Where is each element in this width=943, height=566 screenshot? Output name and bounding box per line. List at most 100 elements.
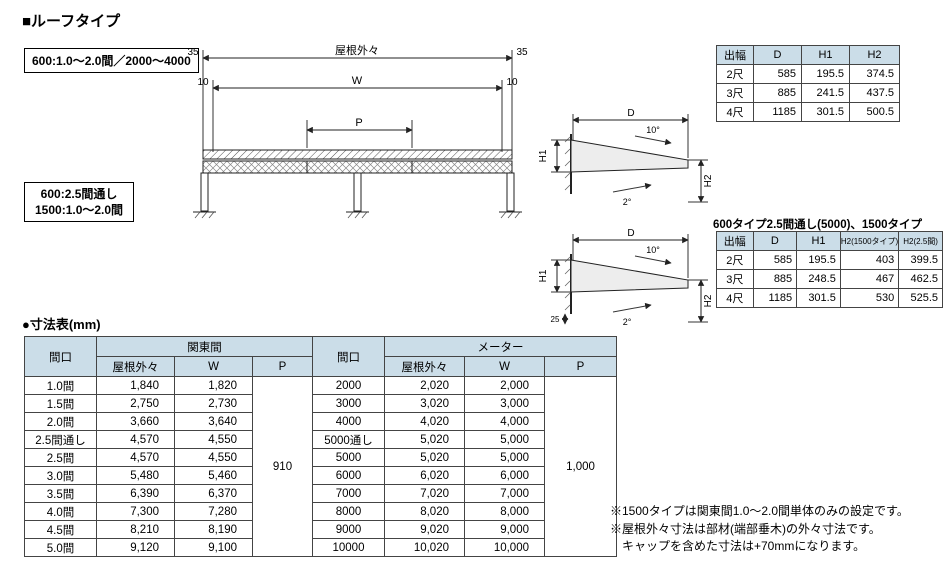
value-cell: 301.5 (796, 288, 841, 308)
note-line: ※屋根外々寸法は部材(端部垂木)の外々寸法です。 (610, 521, 881, 536)
value-cell: 3,640 (174, 412, 253, 431)
front-elevation-diagram: 屋根外々 35 35 W 10 10 P (187, 43, 528, 219)
dim-label-w: W (352, 75, 363, 87)
dim-label-h2: H2 (703, 294, 714, 307)
value-cell: 248.5 (796, 269, 841, 289)
column-header: W (464, 356, 545, 377)
value-cell: 10,000 (464, 538, 545, 557)
dim-label-10-left: 10 (197, 77, 209, 88)
value-cell: 4,550 (174, 448, 253, 467)
row-label-cell: 4尺 (716, 288, 754, 308)
value-cell: 9,100 (174, 538, 253, 557)
angle-label-2deg: 2° (623, 317, 632, 327)
value-cell: 195.5 (796, 250, 841, 270)
value-cell: 1,000 (544, 376, 617, 557)
row-label-cell: 5000 (312, 448, 385, 467)
row-label-cell: 4000 (312, 412, 385, 431)
value-cell: 6,020 (384, 466, 465, 485)
dimension-table-title: ●寸法表(mm) (22, 317, 101, 332)
column-header: W (174, 356, 253, 377)
dim-label-25: 25 (551, 315, 560, 324)
value-cell: 8,190 (174, 520, 253, 539)
row-label-cell: 1.0間 (24, 376, 97, 395)
value-cell: 467 (839, 269, 900, 289)
column-header: H2(1500タイプ) (839, 231, 900, 251)
dim-label-10-right: 10 (506, 77, 518, 88)
value-cell: 2,750 (96, 394, 175, 413)
header-row: 出幅 D H1 H2 (716, 45, 900, 65)
dim-label-d: D (627, 228, 634, 239)
angle-label-10deg: 10° (646, 245, 660, 255)
value-cell: 8,020 (384, 502, 465, 521)
row-label-cell: 4尺 (716, 102, 754, 122)
column-header: H2 (849, 45, 900, 65)
row-label-cell: 8000 (312, 502, 385, 521)
value-cell: 2,730 (174, 394, 253, 413)
value-cell: 8,000 (464, 502, 545, 521)
posts (200, 172, 515, 212)
column-header: P (252, 356, 313, 377)
value-cell: 6,000 (464, 466, 545, 485)
side-view-diagram-600: D 10° H1 H2 2° (538, 108, 714, 207)
roof-profile (570, 259, 689, 293)
dim-label-35-left: 35 (187, 47, 199, 58)
value-cell: 9,000 (464, 520, 545, 539)
row-label-cell: 4.5間 (24, 520, 97, 539)
value-cell: 1185 (752, 288, 798, 308)
value-cell: 1185 (753, 102, 802, 122)
dim-label-p: P (355, 117, 362, 129)
front-beam (202, 149, 513, 160)
value-cell: 4,000 (464, 412, 545, 431)
column-header: H1 (801, 45, 850, 65)
value-cell: 4,550 (174, 430, 253, 449)
value-cell: 3,020 (384, 394, 465, 413)
page-title: ■ルーフタイプ (22, 13, 121, 30)
row-label-cell: 3尺 (716, 83, 754, 103)
value-cell: 5,480 (96, 466, 175, 485)
value-cell: 5,020 (384, 430, 465, 449)
value-cell: 1,840 (96, 376, 175, 395)
angle-label-2deg: 2° (623, 197, 632, 207)
value-cell: 885 (752, 269, 798, 289)
value-cell: 4,020 (384, 412, 465, 431)
label-line: 1500:1.0〜2.0間 (35, 203, 124, 217)
value-cell: 3,660 (96, 412, 175, 431)
header-row: 屋根外々 W P 屋根外々 W P (25, 356, 617, 377)
value-cell: 585 (752, 250, 798, 270)
front-frame (202, 160, 513, 174)
column-header-maguchi: 間口 (24, 336, 97, 377)
value-cell: 585 (753, 64, 802, 84)
value-cell: 5,020 (384, 448, 465, 467)
column-group-meter: メーター (384, 336, 617, 357)
dim-label-h1: H1 (538, 269, 549, 282)
row-label-cell: 1.5間 (24, 394, 97, 413)
value-cell: 403 (839, 250, 900, 270)
row-label-cell: 2.5間通し (24, 430, 97, 449)
row-label-cell: 3.5間 (24, 484, 97, 503)
row-label-cell: 5.0間 (24, 538, 97, 557)
column-header: H2(2.5間) (898, 231, 943, 251)
row-label-cell: 4.0間 (24, 502, 97, 521)
angle-label-10deg: 10° (646, 125, 660, 135)
value-cell: 9,020 (384, 520, 465, 539)
row-label-cell: 2.5間 (24, 448, 97, 467)
header-row: 間口 関東間 間口 メーター (24, 336, 617, 377)
value-cell: 195.5 (801, 64, 850, 84)
value-cell: 7,000 (464, 484, 545, 503)
row-label-cell: 2.0間 (24, 412, 97, 431)
dim-label-d: D (627, 108, 634, 119)
value-cell: 5,460 (174, 466, 253, 485)
